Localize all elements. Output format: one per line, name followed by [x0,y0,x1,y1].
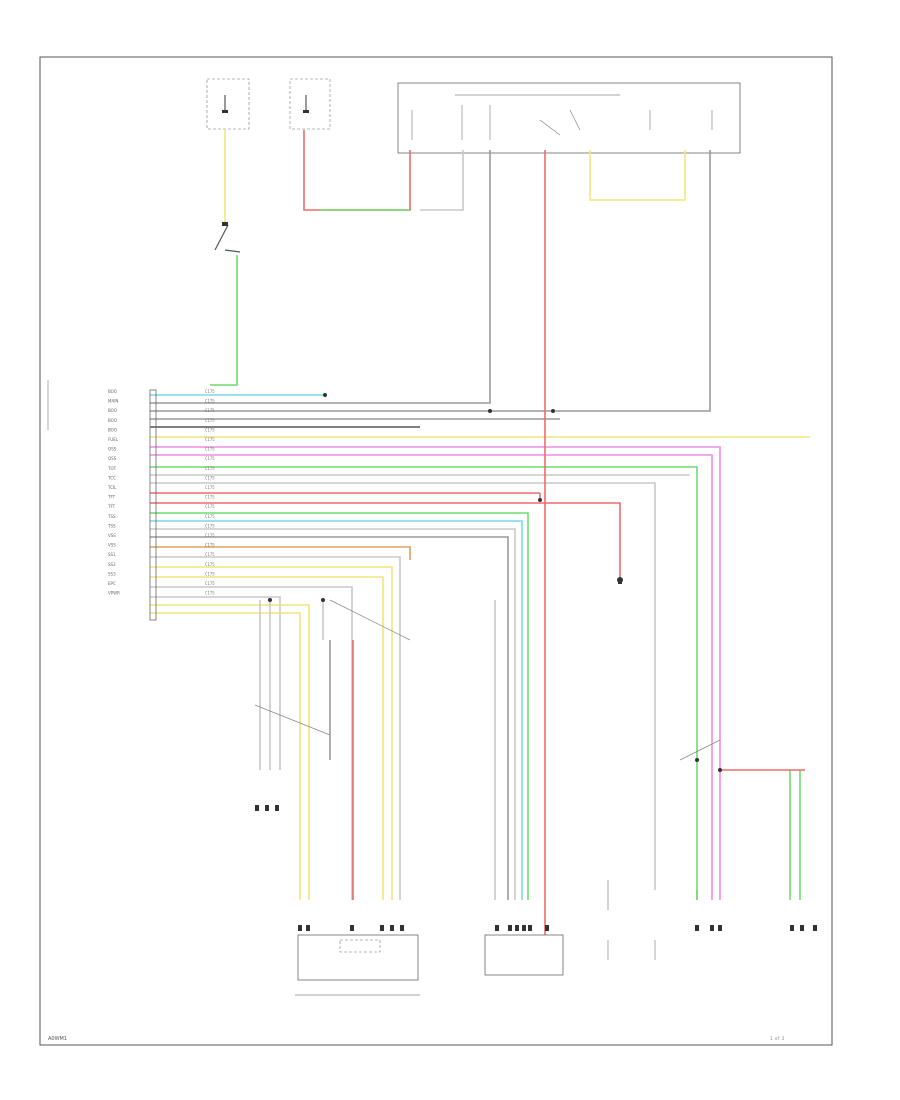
brake-switch [214,222,241,253]
pin-name-label: SS2 [108,562,116,567]
leader-lines [254,599,721,761]
pin-code-label: C175 [205,543,215,548]
pin-name-label: OSS [108,456,117,461]
pin-name-label: TFT [107,504,116,509]
pin-name-label: TSS [107,523,116,528]
digital-tr-sensor [484,925,564,976]
pin-code-label: C175 [205,523,215,528]
top-left-fuse-box [206,78,331,130]
pin-code-label: C175 [205,408,215,413]
pin-name-label: VPWR [108,591,120,596]
pin-name-label: VSS [108,543,116,548]
pin-code-label: C175 [205,389,215,394]
pin-code-label: C175 [205,485,215,490]
pin-name-label: SS1 [108,552,116,557]
pin-code-label: C175 [205,591,215,596]
footer-code: A0WM1 [48,1036,67,1042]
pin-code-label: C175 [205,571,215,576]
pcm-connector [47,380,157,621]
pin-code-label: C175 [205,437,215,442]
pin-code-label: C175 [205,552,215,557]
sensor-stubs [255,578,817,960]
pin-name-label: TOT [107,466,117,471]
pin-name-label: BOO [108,418,117,423]
pin-name-label: VSS [108,533,116,538]
pin-name-label: TFT [107,495,116,500]
wires [150,130,810,935]
pin-code-label: C175 [205,514,215,519]
pin-code-label: C175 [205,581,215,586]
pin-name-label: BOO [108,408,117,413]
pin-name-label: FUEL [108,437,119,442]
transmission-solenoid-body [295,925,420,996]
pin-code-label: C175 [205,399,215,404]
power-distribution-box [397,82,741,154]
pin-code-label: C175 [205,418,215,423]
pin-code-label: C175 [205,562,215,567]
pin-code-label: C175 [205,456,215,461]
pin-name-label: TSS [107,514,116,519]
pin-code-label: C175 [205,466,215,471]
diagram-frame [39,56,833,1046]
pin-code-label: C175 [205,495,215,500]
pin-name-label: OSS [108,447,117,452]
pin-name-label: TCC [107,475,116,480]
pin-code-label: C175 [205,427,215,432]
pin-code-label: C175 [205,447,215,452]
pin-name-label: BOO [108,427,117,432]
page-marker: 1 of 2 [770,1036,785,1041]
pin-name-label: TCIL [107,485,117,490]
pin-name-label: EPC [108,581,116,586]
pin-code-label: C175 [205,533,215,538]
pin-name-label: SS3 [108,571,116,576]
pin-name-label: MAIN [108,399,118,404]
pin-code-label: C175 [205,475,215,480]
pin-code-label: C175 [205,504,215,509]
pin-name-label: BOO [108,389,117,394]
